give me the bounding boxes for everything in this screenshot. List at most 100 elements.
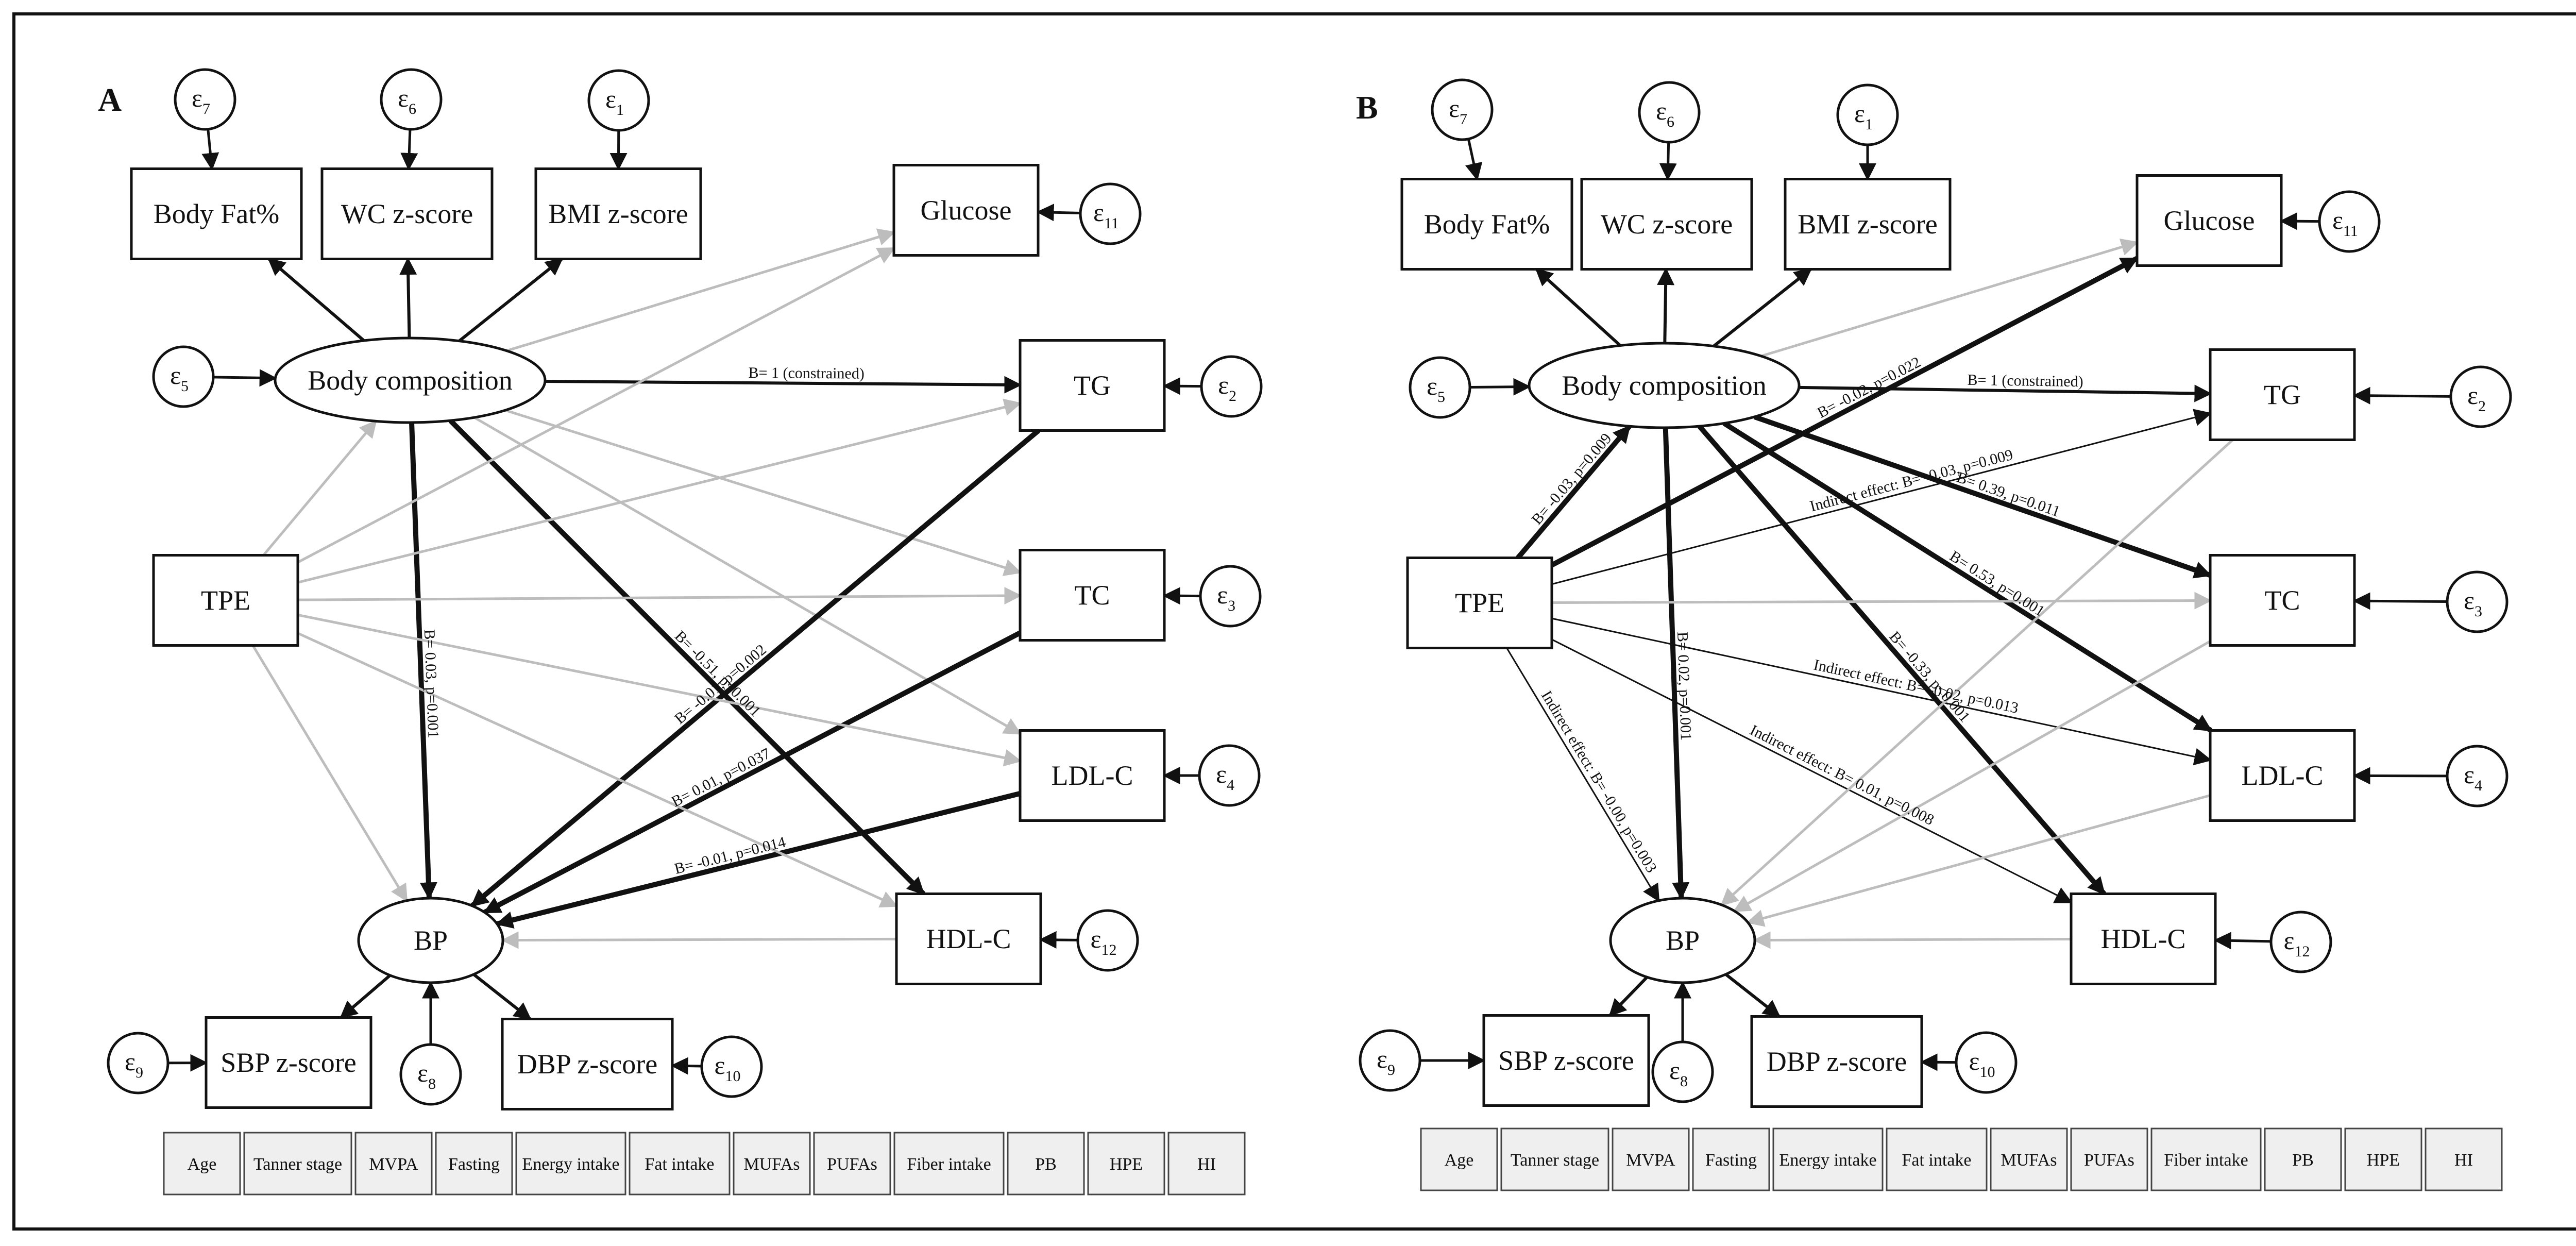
edge-tpe-to-bodycomp [1516,425,1632,560]
edge-label-bc_bp: B= 0.02, p=0.001 [1674,631,1694,740]
edge-tpe-to-glucose [1550,256,2139,568]
error-e11-arrow [1036,204,1081,222]
edge-bodycomp-to-glucose [1760,238,2139,358]
figure-frame [12,12,2576,1231]
covariate-label-2: MVPA [369,1155,418,1174]
covariate-box-4 [1772,1127,1884,1191]
edge-tpe-to-ldl [297,613,1022,767]
error-e6-arrow [400,129,418,171]
error-e10-circle [1955,1031,2018,1094]
edge-bodycomp-to-hdl [448,418,926,896]
covariate-label-4: Energy intake [522,1155,619,1174]
error-e9-circle [1359,1029,1421,1092]
error-e5-label: ε5 [1427,372,1445,406]
covariate-box-5 [629,1132,731,1196]
error-e5-circle [152,345,215,408]
error-e3-label: ε3 [1217,580,1235,614]
edge-bp-to-sbp [340,974,392,1019]
edge-hdl-to-bp [1753,931,2072,949]
node-glucose-box [892,164,1040,257]
error-e11-circle [1079,182,1142,245]
error-e8-label: ε8 [417,1058,436,1092]
error-e1-circle [1836,83,1899,146]
edge-ldl-to-bp [1746,794,2211,927]
error-e6-label: ε6 [1656,96,1674,130]
edge-tpe-to-ldl [1551,617,2212,766]
node-tg-label: TG [2264,379,2301,410]
edge-label-tpe_bp: Indirect effect: B= -0.00, p=0.003 [1538,688,1660,876]
edge-tc-to-bp [483,630,1022,915]
covariate-box-6 [1990,1127,2068,1191]
error-e8-circle [1651,1040,1714,1103]
covariate-label-2: MVPA [1626,1151,1675,1170]
covariate-box-3 [435,1132,513,1196]
error-e11-label: ε11 [2332,206,2358,240]
node-sbp-box [205,1016,372,1109]
node-bmi-box [534,167,702,260]
edge-label-tpe_bc: B= -0.03, p=0.009 [1528,430,1615,528]
covariate-label-1: Tanner stage [1511,1151,1599,1170]
error-e5-circle [1409,356,1471,419]
node-tc-box [2209,554,2356,647]
node-bodycomp-label: Body composition [308,365,513,396]
error-e9-circle [107,1032,170,1095]
covariate-box-10 [2344,1127,2422,1191]
covariate-label-10: HPE [2367,1151,2400,1170]
edge-bodycomp-to-bmi [1713,268,1812,348]
error-e1-label: ε1 [1854,99,1873,133]
error-e9-label: ε9 [1377,1045,1395,1079]
edge-bodycomp-to-wc [1657,267,1675,344]
node-bmi-box [1784,178,1952,271]
error-e8-label: ε8 [1669,1056,1688,1090]
node-ldl-label: LDL-C [1052,760,1133,791]
node-ldl-label: LDL-C [2242,760,2324,791]
node-dbp-label: DBP z-score [517,1049,657,1080]
covariate-box-8 [2150,1127,2262,1191]
covariate-label-8: Fiber intake [907,1155,991,1174]
panel-b-edges [1420,139,2451,1071]
edge-bp-to-dbp [472,973,532,1020]
edge-tpe-to-tc [1551,592,2212,610]
node-sbp-label: SBP z-score [1498,1045,1634,1076]
edge-tpe-to-tc [297,587,1022,605]
edge-label-tc_bp: B= 0.01, p=0.037 [669,745,773,811]
error-e12-arrow [2213,932,2272,950]
node-tpe-label: TPE [1455,587,1504,618]
node-bodycomp-label: Body composition [1562,370,1767,401]
edge-bodycomp-to-hdl [1697,424,2107,896]
error-e7-arrow [201,129,219,171]
error-e2-arrow [2352,386,2451,405]
node-bp-label: BP [1666,925,1700,956]
node-dbp-box [501,1018,674,1110]
node-tg-box [1019,339,1166,432]
node-bp-ellipse [357,897,504,984]
node-glucose-label: Glucose [921,195,1012,226]
edge-tpe-to-bp [251,645,408,902]
edge-bodycomp-to-glucose [506,228,896,352]
error-e7-circle [1431,78,1494,141]
covariate-box-11 [1167,1132,1246,1196]
covariate-box-9 [1007,1132,1085,1196]
error-e5-label: ε5 [170,361,189,395]
node-wc-label: WC z-score [341,198,473,229]
error-e4-circle [2446,745,2509,807]
covariate-box-2 [354,1132,433,1196]
node-ldl-box [1019,729,1166,822]
error-e10-label: ε10 [1969,1047,1995,1081]
error-e7-circle [174,68,236,131]
edge-label-bc_tg: B= 1 (constrained) [1967,372,2083,390]
node-tc-label: TC [1074,580,1110,611]
node-wc-box [1580,178,1753,271]
edge-bodycomp-to-ldl [1722,421,2213,733]
covariate-box-7 [2070,1127,2148,1191]
edge-tg-to-bp [1720,439,2234,906]
panel-label-a: A [98,81,122,118]
edge-tc-to-bp [1733,640,2211,913]
error-e9-label: ε9 [125,1047,143,1081]
node-tg-label: TG [1074,370,1111,401]
covariate-label-10: HPE [1110,1155,1143,1174]
panel-a-edges [167,129,1202,1075]
edge-bodycomp-to-tg [1799,384,2212,402]
